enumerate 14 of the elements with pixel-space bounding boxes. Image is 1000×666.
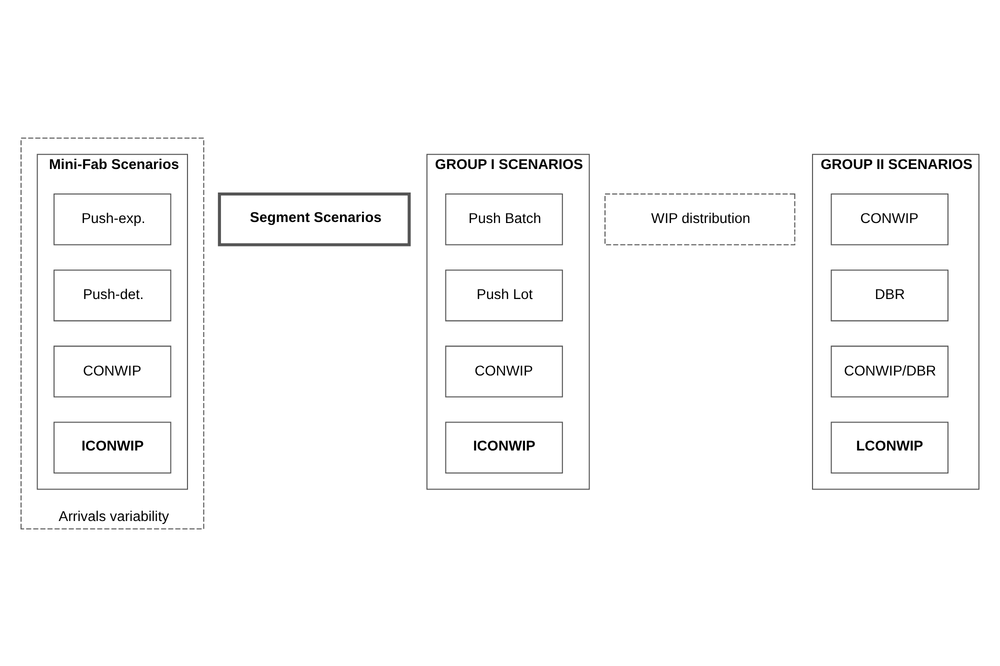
node-box: Push-det. — [54, 269, 172, 321]
node-box: Segment Scenarios — [218, 192, 411, 246]
node-box: CONWIP — [445, 345, 563, 397]
node-box: CONWIP/DBR — [830, 345, 948, 397]
node-box: Push Batch — [445, 192, 563, 245]
node-box: LCONWIP — [830, 421, 948, 474]
node-box: DBR — [830, 269, 948, 321]
node-box: CONWIP — [830, 192, 948, 245]
node-box: Push-exp. — [54, 192, 172, 245]
node-box: Push Lot — [445, 269, 563, 321]
node-box: WIP distribution — [604, 192, 796, 245]
node-box: CONWIP — [54, 345, 172, 397]
node-box: ICONWIP — [54, 421, 172, 474]
node-box: ICONWIP — [445, 421, 563, 474]
